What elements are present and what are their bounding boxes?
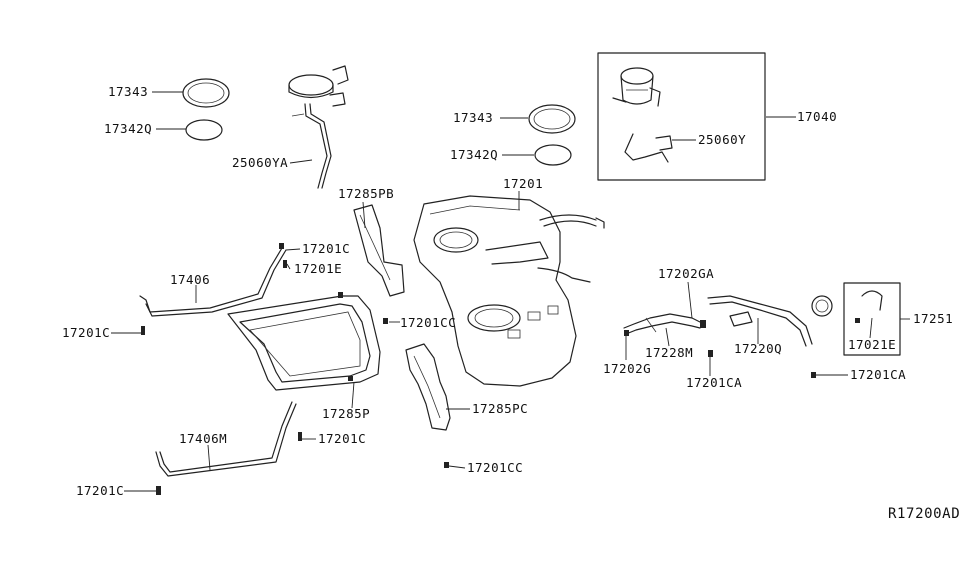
callout-17201: 17201 <box>503 176 543 191</box>
callout-17220q: 17220Q <box>734 341 782 356</box>
callout-17285pb: 17285PB <box>338 186 394 201</box>
callout-17251: 17251 <box>913 311 953 326</box>
diagram-code: R17200AD <box>888 506 960 522</box>
callout-17342q-left: 17342Q <box>104 121 152 136</box>
gasket-ring-17343-left <box>182 78 230 108</box>
callout-17228m: 17228M <box>645 345 693 360</box>
strap-bolt-17201e <box>338 292 343 298</box>
callout-25060ya: 25060YA <box>232 155 288 170</box>
callout-17285p: 17285P <box>322 406 370 421</box>
callout-25060y: 25060Y <box>698 132 746 147</box>
filler-tube-17228m <box>623 313 706 336</box>
callout-17040: 17040 <box>797 109 837 124</box>
callout-17201c-left: 17201C <box>62 325 110 340</box>
callout-17201cc-upper: 17201CC <box>400 315 456 330</box>
bolt-17201c-markers <box>283 260 287 268</box>
filler-neck-17220q <box>707 295 833 378</box>
leader-lines <box>111 91 910 492</box>
callout-17343-center: 17343 <box>453 110 493 125</box>
gasket-ring-17343-center <box>528 104 576 134</box>
callout-17201ca-left: 17201CA <box>686 375 742 390</box>
fuel-pump-assembly-17040 <box>597 52 766 181</box>
seal-ring-17342q-center <box>534 144 572 166</box>
callout-17342q-center: 17342Q <box>450 147 498 162</box>
fuel-tank-17201 <box>413 195 605 387</box>
callout-17201e: 17201E <box>294 261 342 276</box>
callout-17201cc-lower: 17201CC <box>467 460 523 475</box>
callout-17343-left: 17343 <box>108 84 148 99</box>
callout-17201ca-right: 17201CA <box>850 367 906 382</box>
fuel-level-sender-25060ya <box>288 65 349 189</box>
seal-ring-17342q-left <box>185 119 223 141</box>
fuel-tank-strap-17406m <box>155 401 302 495</box>
callout-17406m: 17406M <box>179 431 227 446</box>
heat-insulator-17285pc <box>405 343 451 468</box>
callout-17202ga: 17202GA <box>658 266 714 281</box>
callout-17201c-upper: 17201C <box>302 241 350 256</box>
bolt-17201cc-upper <box>383 318 388 324</box>
fuel-tank-strap-17406 <box>139 243 287 335</box>
callout-17406: 17406 <box>170 272 210 287</box>
callout-17021e: 17021E <box>848 337 896 352</box>
callout-17202g: 17202G <box>603 361 651 376</box>
heat-insulator-17285p <box>227 295 381 391</box>
callout-17201c-lower-right: 17201C <box>318 431 366 446</box>
callout-17285pc: 17285PC <box>472 401 528 416</box>
callout-17201c-lower-left: 17201C <box>76 483 124 498</box>
heat-insulator-17285pb <box>353 204 405 324</box>
